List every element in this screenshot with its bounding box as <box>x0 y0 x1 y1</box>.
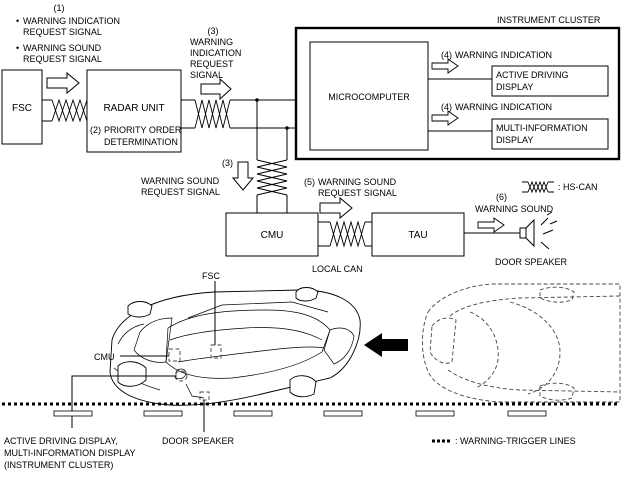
step1-signal1-line1: WARNING INDICATION <box>23 16 120 26</box>
lane-markers <box>53 410 547 417</box>
instrument-cluster-title: INSTRUMENT CLUSTER <box>497 15 601 25</box>
legend-trigger: : WARNING-TRIGGER LINES <box>432 436 576 446</box>
hs-can-twist-vertical <box>256 100 288 213</box>
step1-bullet-1: • <box>16 16 19 26</box>
step4b-num: (4) <box>441 102 452 112</box>
car-door-speaker-label: DOOR SPEAKER <box>162 436 235 446</box>
cmu-label: CMU <box>261 230 284 241</box>
step5-line1: WARNING SOUND <box>318 177 397 187</box>
fsc-box: FSC <box>1 69 43 145</box>
step1-bullet-2: • <box>16 43 19 53</box>
active-driving-display-line2: DISPLAY <box>496 82 533 92</box>
step3b-arrow <box>231 161 255 191</box>
car-illustration <box>109 287 361 406</box>
step4a-num: (4) <box>441 50 452 60</box>
fsc-label: FSC <box>12 103 32 114</box>
car-fsc-marker <box>210 344 222 359</box>
step4a: (4) WARNING INDICATION ACTIVE DRIVING DI… <box>428 50 609 97</box>
step4b-label: WARNING INDICATION <box>455 102 552 112</box>
speaker-icon <box>519 211 558 250</box>
car-display-line2: MULTI-INFORMATION DISPLAY <box>4 448 136 458</box>
hs-can-twist-radar-right <box>181 98 310 130</box>
priority-num: (2) <box>90 125 101 135</box>
step6-num: (6) <box>496 192 507 202</box>
step1-signal1-line2: REQUEST SIGNAL <box>23 27 102 37</box>
local-can-label: LOCAL CAN <box>312 264 363 274</box>
step3b-num: (3) <box>222 158 233 168</box>
active-driving-display-line1: ACTIVE DRIVING <box>496 70 569 80</box>
tau-box: TAU <box>371 212 465 257</box>
local-can-twist <box>318 220 372 248</box>
step1-signal2-line2: REQUEST SIGNAL <box>23 54 102 64</box>
car-cmu-label: CMU <box>94 352 115 362</box>
step5-arrow <box>319 196 353 220</box>
priority-line1: PRIORITY ORDER <box>104 125 182 135</box>
car-fsc-label: FSC <box>202 271 221 281</box>
step6: (6) WARNING SOUND <box>464 192 554 234</box>
legend-hscan: : HS-CAN <box>522 180 598 194</box>
microcomputer-label: MICROCOMPUTER <box>328 92 410 102</box>
step1-num: (1) <box>54 3 65 13</box>
step3b-line1: WARNING SOUND <box>141 176 220 186</box>
car-display-line3: (INSTRUMENT CLUSTER) <box>4 460 113 470</box>
step6-label: WARNING SOUND <box>475 204 554 214</box>
step3a-num: (3) <box>208 26 219 36</box>
step5-line2: REQUEST SIGNAL <box>318 188 397 198</box>
step3a-line4: SIGNAL <box>190 70 223 80</box>
step3a-line2: INDICATION <box>190 48 241 58</box>
multi-information-display-line1: MULTI-INFORMATION <box>496 123 588 133</box>
door-speaker-label: DOOR SPEAKER <box>495 257 568 267</box>
hs-can-twist-fsc-radar <box>42 98 88 123</box>
radar-unit-label: RADAR UNIT <box>103 103 164 114</box>
legend-hscan-label: : HS-CAN <box>558 182 598 192</box>
legend-trigger-label: : WARNING-TRIGGER LINES <box>455 436 576 446</box>
step1-signal2-line1: WARNING SOUND <box>23 43 102 53</box>
priority-line2: DETERMINATION <box>104 137 178 147</box>
car-cmu-marker <box>168 348 181 362</box>
step1-arrow <box>46 71 80 95</box>
step5-num: (5) <box>304 177 315 187</box>
step3a-arrow <box>200 77 232 101</box>
multi-information-display-line2: DISPLAY <box>496 135 533 145</box>
step4a-label: WARNING INDICATION <box>455 50 552 60</box>
approach-arrow <box>364 333 408 357</box>
cmu-box: CMU <box>225 212 319 257</box>
radar-unit-box: RADAR UNIT (2) PRIORITY ORDER DETERMINAT… <box>86 69 182 153</box>
step3a-line3: REQUEST <box>190 59 234 69</box>
step4b: (4) WARNING INDICATION MULTI-INFORMATION… <box>428 102 609 150</box>
tau-label: TAU <box>408 230 427 241</box>
car-display-line1: ACTIVE DRIVING DISPLAY, <box>4 436 118 446</box>
approaching-car <box>421 283 621 403</box>
step3b-line2: REQUEST SIGNAL <box>141 187 220 197</box>
step3a-line1: WARNING <box>190 37 233 47</box>
